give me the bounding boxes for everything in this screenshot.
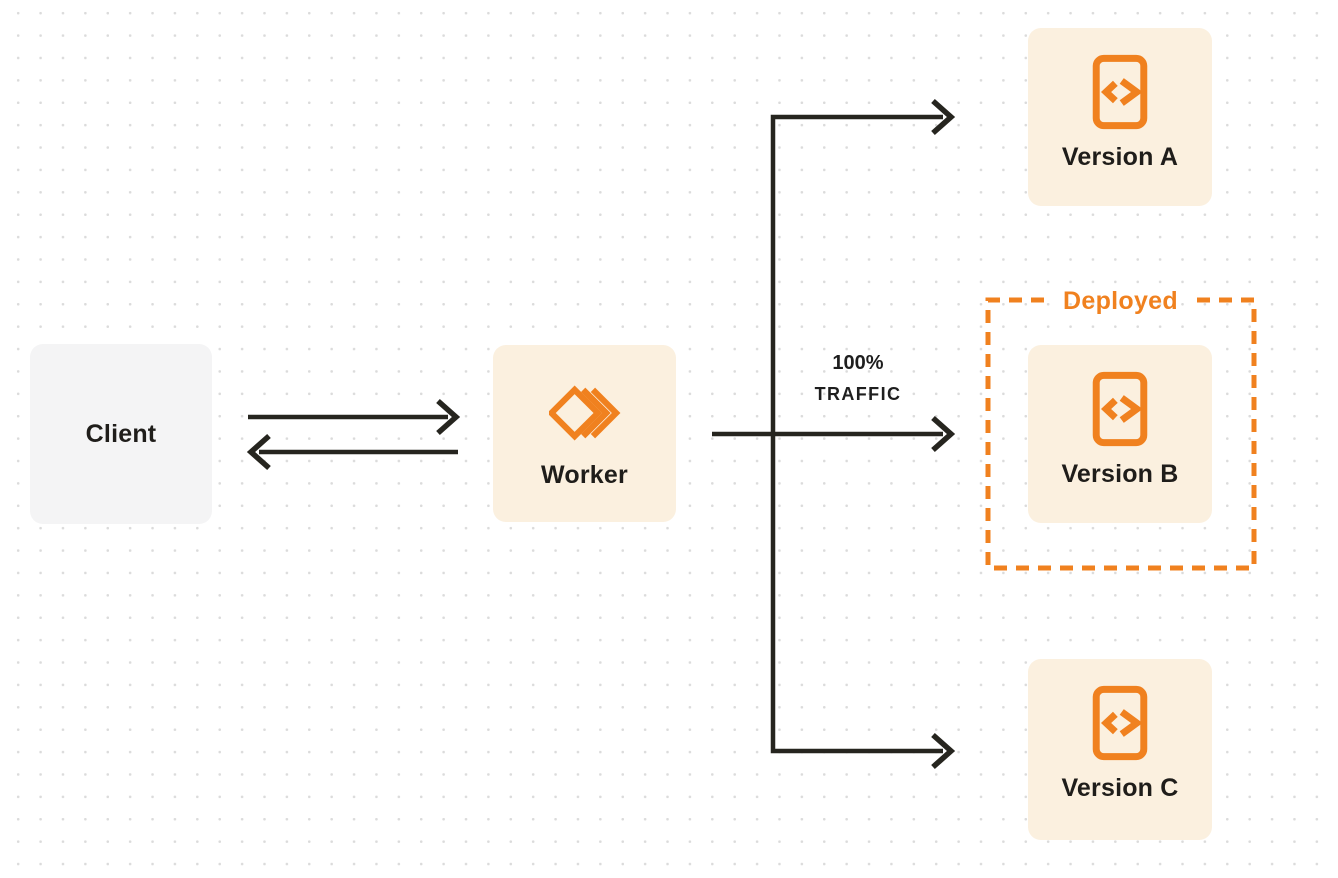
code-file-icon [1092,371,1148,447]
deployed-zone-label: Deployed [1063,287,1178,315]
version-b-node: Version B [1028,345,1212,523]
worker-label: Worker [541,461,628,489]
workers-logo-icon [548,385,620,441]
traffic-annotation: 100% TRAFFIC [780,350,936,407]
worker-to-version-b-arrow [712,415,956,453]
worker-node: Worker [493,345,676,522]
traffic-percent: 100% [832,352,884,374]
version-c-node: Version C [1028,659,1212,840]
client-node: Client [30,344,212,524]
version-c-label: Version C [1061,774,1179,802]
version-a-label: Version A [1061,143,1179,171]
client-to-worker-arrow [248,398,461,436]
traffic-word: TRAFFIC [814,384,902,404]
code-file-icon [1092,54,1148,130]
worker-to-client-arrow [246,433,458,471]
version-b-label: Version B [1061,460,1179,488]
client-label: Client [85,419,157,448]
code-file-icon [1092,685,1148,761]
worker-branch-lines [770,98,956,770]
version-a-node: Version A [1028,28,1212,206]
